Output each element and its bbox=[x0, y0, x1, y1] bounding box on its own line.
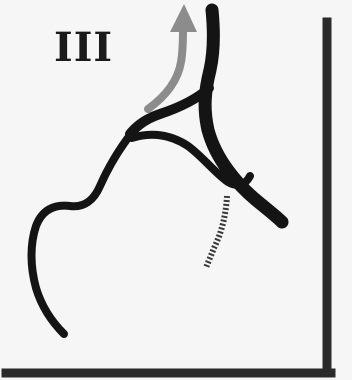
flow-arrow-head bbox=[170, 4, 197, 32]
flow-arrow-shaft bbox=[148, 30, 183, 109]
left-vessel bbox=[32, 130, 135, 334]
dashed-vessel bbox=[206, 196, 227, 268]
upper-branch bbox=[130, 88, 209, 134]
main-vessel bbox=[205, 10, 282, 222]
